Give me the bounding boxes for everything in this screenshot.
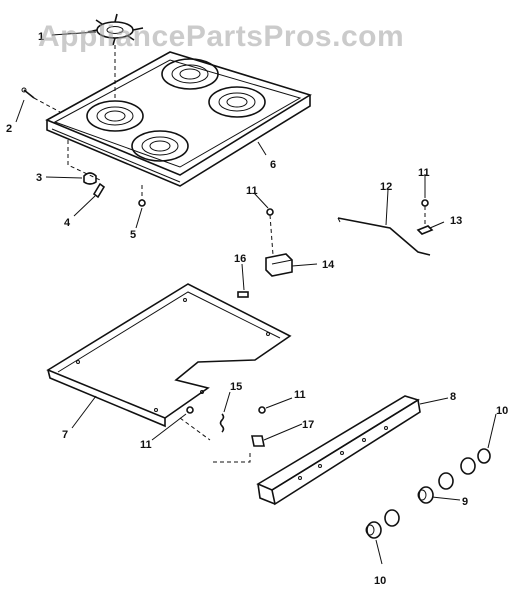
knob-icon xyxy=(365,521,382,539)
screw-icon xyxy=(421,199,429,207)
spring-icon xyxy=(219,413,225,433)
clip-icon xyxy=(237,291,249,298)
part-label-11-top: 11 xyxy=(246,185,258,197)
part-label-8: 8 xyxy=(450,391,456,403)
screw-icon xyxy=(138,199,146,207)
part-label-5: 5 xyxy=(130,229,136,241)
part-label-11-right: 11 xyxy=(418,167,430,179)
bracket-icon xyxy=(265,253,293,277)
part-label-7: 7 xyxy=(62,429,68,441)
knob-icon xyxy=(438,472,454,490)
clip-icon xyxy=(416,225,434,235)
part-label-9: 9 xyxy=(462,496,468,508)
part-label-17: 17 xyxy=(302,419,314,431)
part-label-4: 4 xyxy=(64,217,71,229)
bracket-icon xyxy=(251,435,265,447)
part-label-1: 1 xyxy=(38,31,44,43)
control-panel-icon xyxy=(256,395,421,506)
screw-icon xyxy=(186,406,194,414)
burner-icon xyxy=(131,130,189,162)
part-label-11-front: 11 xyxy=(294,389,306,401)
rod-icon xyxy=(337,217,431,256)
clip-icon xyxy=(92,182,106,199)
knob-icon xyxy=(384,509,400,527)
knob-icon xyxy=(477,448,491,464)
part-label-12: 12 xyxy=(380,181,392,193)
screw-icon xyxy=(266,208,274,216)
part-label-2: 2 xyxy=(6,123,12,135)
burner-icon xyxy=(86,100,144,132)
part-label-15: 15 xyxy=(230,381,242,393)
part-label-10-bottom: 10 xyxy=(374,575,386,587)
screw-icon xyxy=(258,406,266,414)
burner-grate-icon xyxy=(87,13,144,46)
part-label-10-top: 10 xyxy=(496,405,508,417)
bottom-panel-icon xyxy=(46,283,292,428)
cooktop-icon xyxy=(45,51,312,187)
watermark-logo: AppliancePartsPros.com xyxy=(38,20,405,53)
part-label-16: 16 xyxy=(234,253,246,265)
burner-icon xyxy=(161,58,219,90)
part-label-3: 3 xyxy=(36,172,42,184)
knob-icon xyxy=(460,457,476,475)
burner-icon xyxy=(208,86,266,118)
screw-icon xyxy=(21,87,35,99)
part-label-14: 14 xyxy=(322,259,335,271)
knob-icon xyxy=(417,486,434,504)
part-label-6: 6 xyxy=(270,159,276,171)
part-label-11-left: 11 xyxy=(140,439,152,451)
bracket-icon xyxy=(83,172,97,185)
part-label-13: 13 xyxy=(450,215,462,227)
